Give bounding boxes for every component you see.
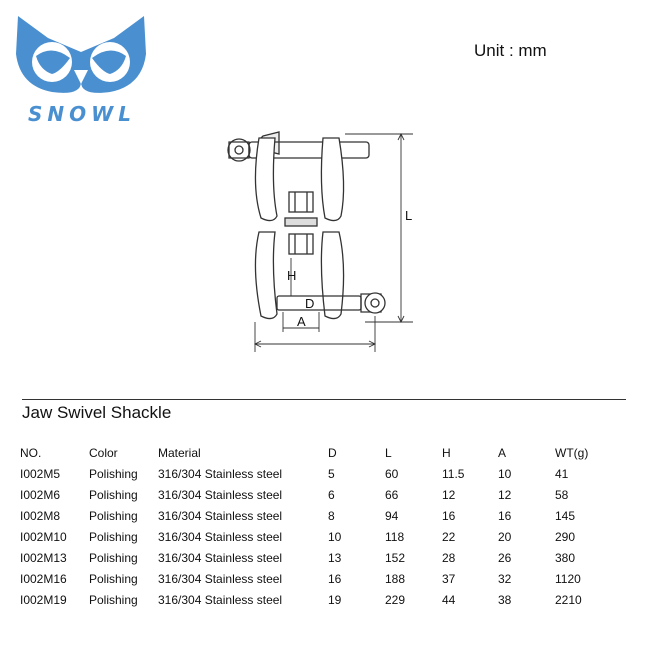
cell-wt: 145 — [555, 508, 576, 523]
cell-no: I002M19 — [20, 592, 67, 607]
header-h: H — [442, 445, 451, 460]
cell-h: 28 — [442, 550, 456, 565]
cell-d: 5 — [328, 466, 335, 481]
cell-d: 10 — [328, 529, 342, 544]
cell-a: 16 — [498, 508, 512, 523]
cell-material: 316/304 Stainless steel — [158, 592, 283, 607]
cell-no: I002M6 — [20, 487, 61, 502]
cell-d: 8 — [328, 508, 335, 523]
header-material: Material — [158, 445, 201, 460]
label-d: D — [305, 296, 314, 311]
cell-color: Polishing — [89, 508, 138, 523]
cell-l: 60 — [385, 466, 399, 481]
swivel-joint — [284, 217, 318, 227]
cell-no: I002M16 — [20, 571, 67, 586]
cell-color: Polishing — [89, 592, 138, 607]
table-row: I002M13 Polishing 316/304 Stainless stee… — [20, 547, 615, 568]
table-row: I002M6 Polishing 316/304 Stainless steel… — [20, 484, 615, 505]
cell-h: 37 — [442, 571, 456, 586]
cell-l: 188 — [385, 571, 406, 586]
header-d: D — [328, 445, 337, 460]
unit-label: Unit : mm — [474, 41, 547, 60]
cell-h: 44 — [442, 592, 456, 607]
cell-color: Polishing — [89, 466, 138, 481]
upper-jaw — [227, 131, 370, 222]
cell-no: I002M5 — [20, 466, 61, 481]
cell-d: 16 — [328, 571, 342, 586]
cell-a: 20 — [498, 529, 512, 544]
cell-wt: 2210 — [555, 592, 582, 607]
cell-color: Polishing — [89, 487, 138, 502]
cell-a: 12 — [498, 487, 512, 502]
cell-h: 12 — [442, 487, 456, 502]
cell-material: 316/304 Stainless steel — [158, 508, 283, 523]
cell-material: 316/304 Stainless steel — [158, 466, 283, 481]
label-h: H — [287, 268, 296, 283]
owl-icon — [16, 16, 146, 93]
cell-h: 11.5 — [442, 466, 465, 481]
header-l: L — [385, 445, 392, 460]
cell-a: 26 — [498, 550, 512, 565]
product-title: Jaw Swivel Shackle — [22, 403, 172, 422]
cell-d: 6 — [328, 487, 335, 502]
spec-table: NO. Color Material D L H A WT(g) I002M5 … — [20, 442, 615, 610]
cell-l: 229 — [385, 592, 406, 607]
cell-wt: 41 — [555, 466, 569, 481]
cell-l: 94 — [385, 508, 399, 523]
title-divider — [22, 399, 626, 400]
cell-wt: 380 — [555, 550, 576, 565]
header-no: NO. — [20, 445, 42, 460]
label-a: A — [297, 314, 306, 329]
cell-d: 13 — [328, 550, 342, 565]
cell-wt: 290 — [555, 529, 576, 544]
cell-no: I002M8 — [20, 508, 61, 523]
cell-l: 152 — [385, 550, 406, 565]
cell-color: Polishing — [89, 529, 138, 544]
table-header-row: NO. Color Material D L H A WT(g) — [20, 442, 615, 463]
table-row: I002M16 Polishing 316/304 Stainless stee… — [20, 568, 615, 589]
cell-a: 38 — [498, 592, 512, 607]
cell-wt: 58 — [555, 487, 569, 502]
lower-jaw — [254, 231, 386, 320]
cell-a: 32 — [498, 571, 512, 586]
table-row: I002M19 Polishing 316/304 Stainless stee… — [20, 589, 615, 610]
cell-d: 19 — [328, 592, 342, 607]
label-l: L — [405, 208, 412, 223]
brand-name: SNOWL — [28, 102, 136, 126]
cell-no: I002M10 — [20, 529, 67, 544]
table-row: I002M8 Polishing 316/304 Stainless steel… — [20, 505, 615, 526]
cell-material: 316/304 Stainless steel — [158, 550, 283, 565]
cell-a: 10 — [498, 466, 512, 481]
shackle-diagram: L H D A — [215, 126, 430, 356]
cell-material: 316/304 Stainless steel — [158, 487, 283, 502]
cell-l: 118 — [385, 529, 405, 544]
cell-h: 16 — [442, 508, 456, 523]
header-color: Color — [89, 445, 118, 460]
table-row: I002M10 Polishing 316/304 Stainless stee… — [20, 526, 615, 547]
cell-material: 316/304 Stainless steel — [158, 571, 283, 586]
cell-no: I002M13 — [20, 550, 67, 565]
cell-color: Polishing — [89, 571, 138, 586]
cell-color: Polishing — [89, 550, 138, 565]
header-a: A — [498, 445, 507, 460]
cell-h: 22 — [442, 529, 456, 544]
cell-wt: 1120 — [555, 571, 581, 586]
cell-l: 66 — [385, 487, 399, 502]
cell-material: 316/304 Stainless steel — [158, 529, 283, 544]
table-row: I002M5 Polishing 316/304 Stainless steel… — [20, 463, 615, 484]
brand-logo: SNOWL — [14, 12, 148, 126]
header-wt: WT(g) — [555, 445, 589, 460]
